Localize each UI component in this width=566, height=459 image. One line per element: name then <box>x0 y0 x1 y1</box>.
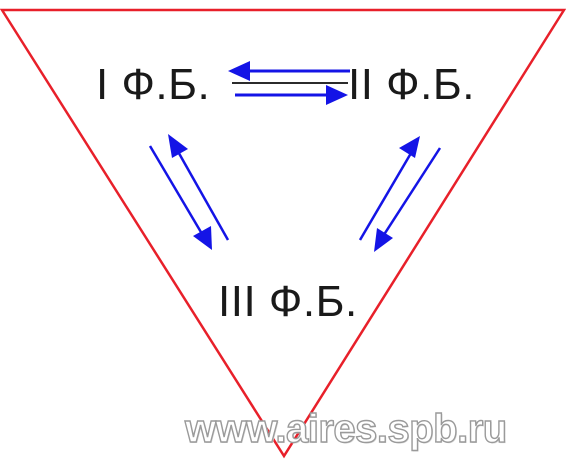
line-ii-iii <box>376 147 442 245</box>
line-iii-ii <box>358 147 416 241</box>
arrowhead-i-to-iii <box>193 226 212 250</box>
arrowhead-iii-to-i <box>168 134 188 158</box>
arrowhead-i-to-ii <box>326 85 348 105</box>
node-label-first-phase: I Ф.Б. <box>96 60 211 109</box>
node-label-third-phase: III Ф.Б. <box>218 277 358 326</box>
arrowhead-iii-to-ii <box>399 136 420 158</box>
line-i-iii <box>148 145 210 245</box>
arrowhead-ii-to-iii <box>374 228 393 252</box>
line-iii-i <box>174 147 230 241</box>
node-label-second-phase: II Ф.Б. <box>348 60 475 109</box>
arrowhead-ii-to-i <box>228 61 250 81</box>
triangle-outline <box>0 8 566 459</box>
watermark-text: www.aires.spb.ru <box>184 406 508 451</box>
